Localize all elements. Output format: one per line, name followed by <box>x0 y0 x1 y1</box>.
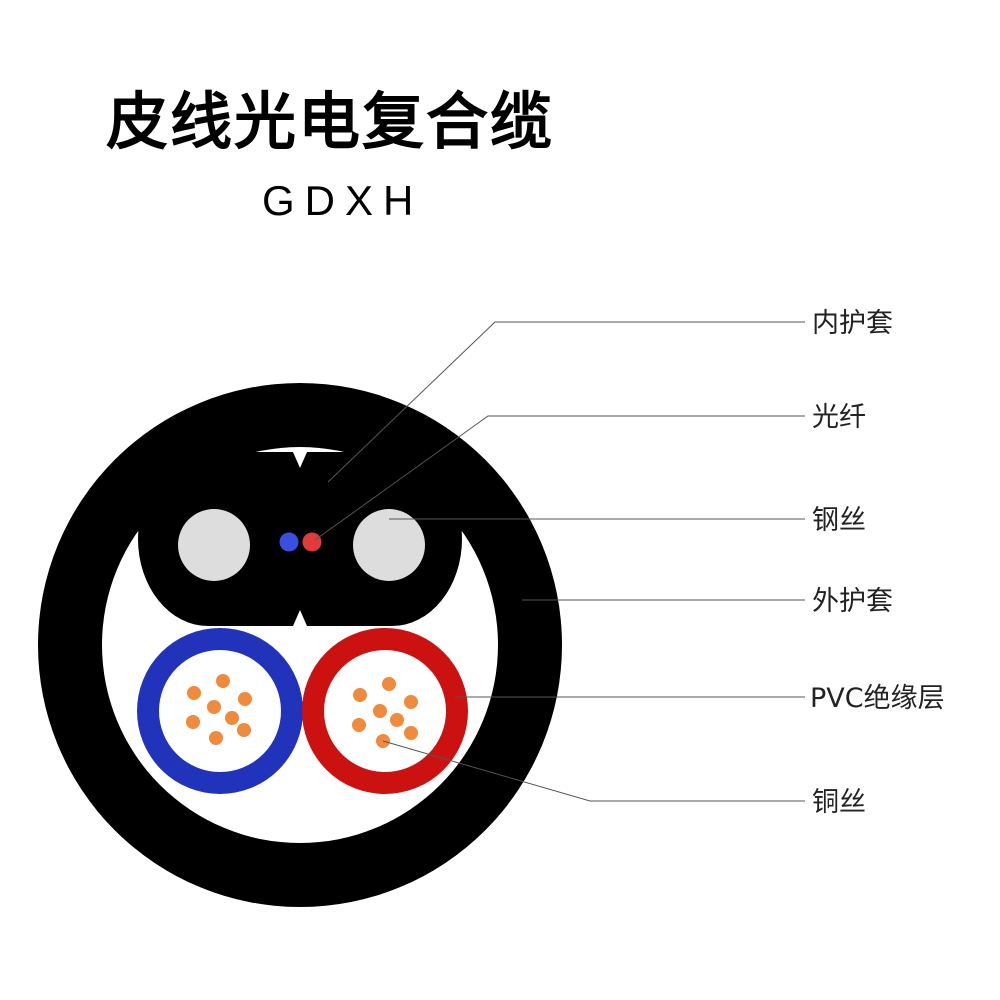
optical-fiber-blue <box>279 532 299 552</box>
copper-strand <box>404 695 418 709</box>
copper-strand <box>382 677 396 691</box>
pvc-insulation-blue <box>137 628 303 794</box>
copper-strands-red <box>352 677 418 748</box>
copper-strand <box>353 688 367 702</box>
copper-strand <box>225 711 239 725</box>
label-inner-sheath: 内护套 <box>812 308 893 339</box>
label-steel-wire: 钢丝 <box>812 505 866 536</box>
leader-optical-fiber <box>314 415 805 541</box>
page-title: 皮线光电复合缆 <box>106 85 555 158</box>
steel-wire-left <box>178 509 250 581</box>
copper-strand <box>352 718 366 732</box>
inner-sheath <box>138 452 462 626</box>
copper-strand <box>238 692 252 706</box>
copper-strand <box>404 726 418 740</box>
label-optical-fiber: 光纤 <box>812 402 866 433</box>
label-pvc-insulation: PVC绝缘层 <box>810 683 945 714</box>
copper-strand <box>209 731 223 745</box>
label-outer-sheath: 外护套 <box>812 586 893 617</box>
copper-strand <box>237 723 251 737</box>
copper-strand <box>216 674 230 688</box>
copper-strand <box>373 704 387 718</box>
copper-strands-blue <box>186 674 252 745</box>
leader-copper-wire <box>382 740 805 802</box>
model-code: GDXH <box>262 177 424 224</box>
copper-strand <box>186 715 200 729</box>
leader-inner-sheath <box>327 321 805 483</box>
copper-strand <box>207 700 221 714</box>
optical-fiber-red <box>302 532 322 552</box>
copper-strand <box>187 686 201 700</box>
copper-strand <box>390 713 404 727</box>
label-copper-wire: 铜丝 <box>812 787 866 818</box>
steel-wire-right <box>353 509 425 581</box>
